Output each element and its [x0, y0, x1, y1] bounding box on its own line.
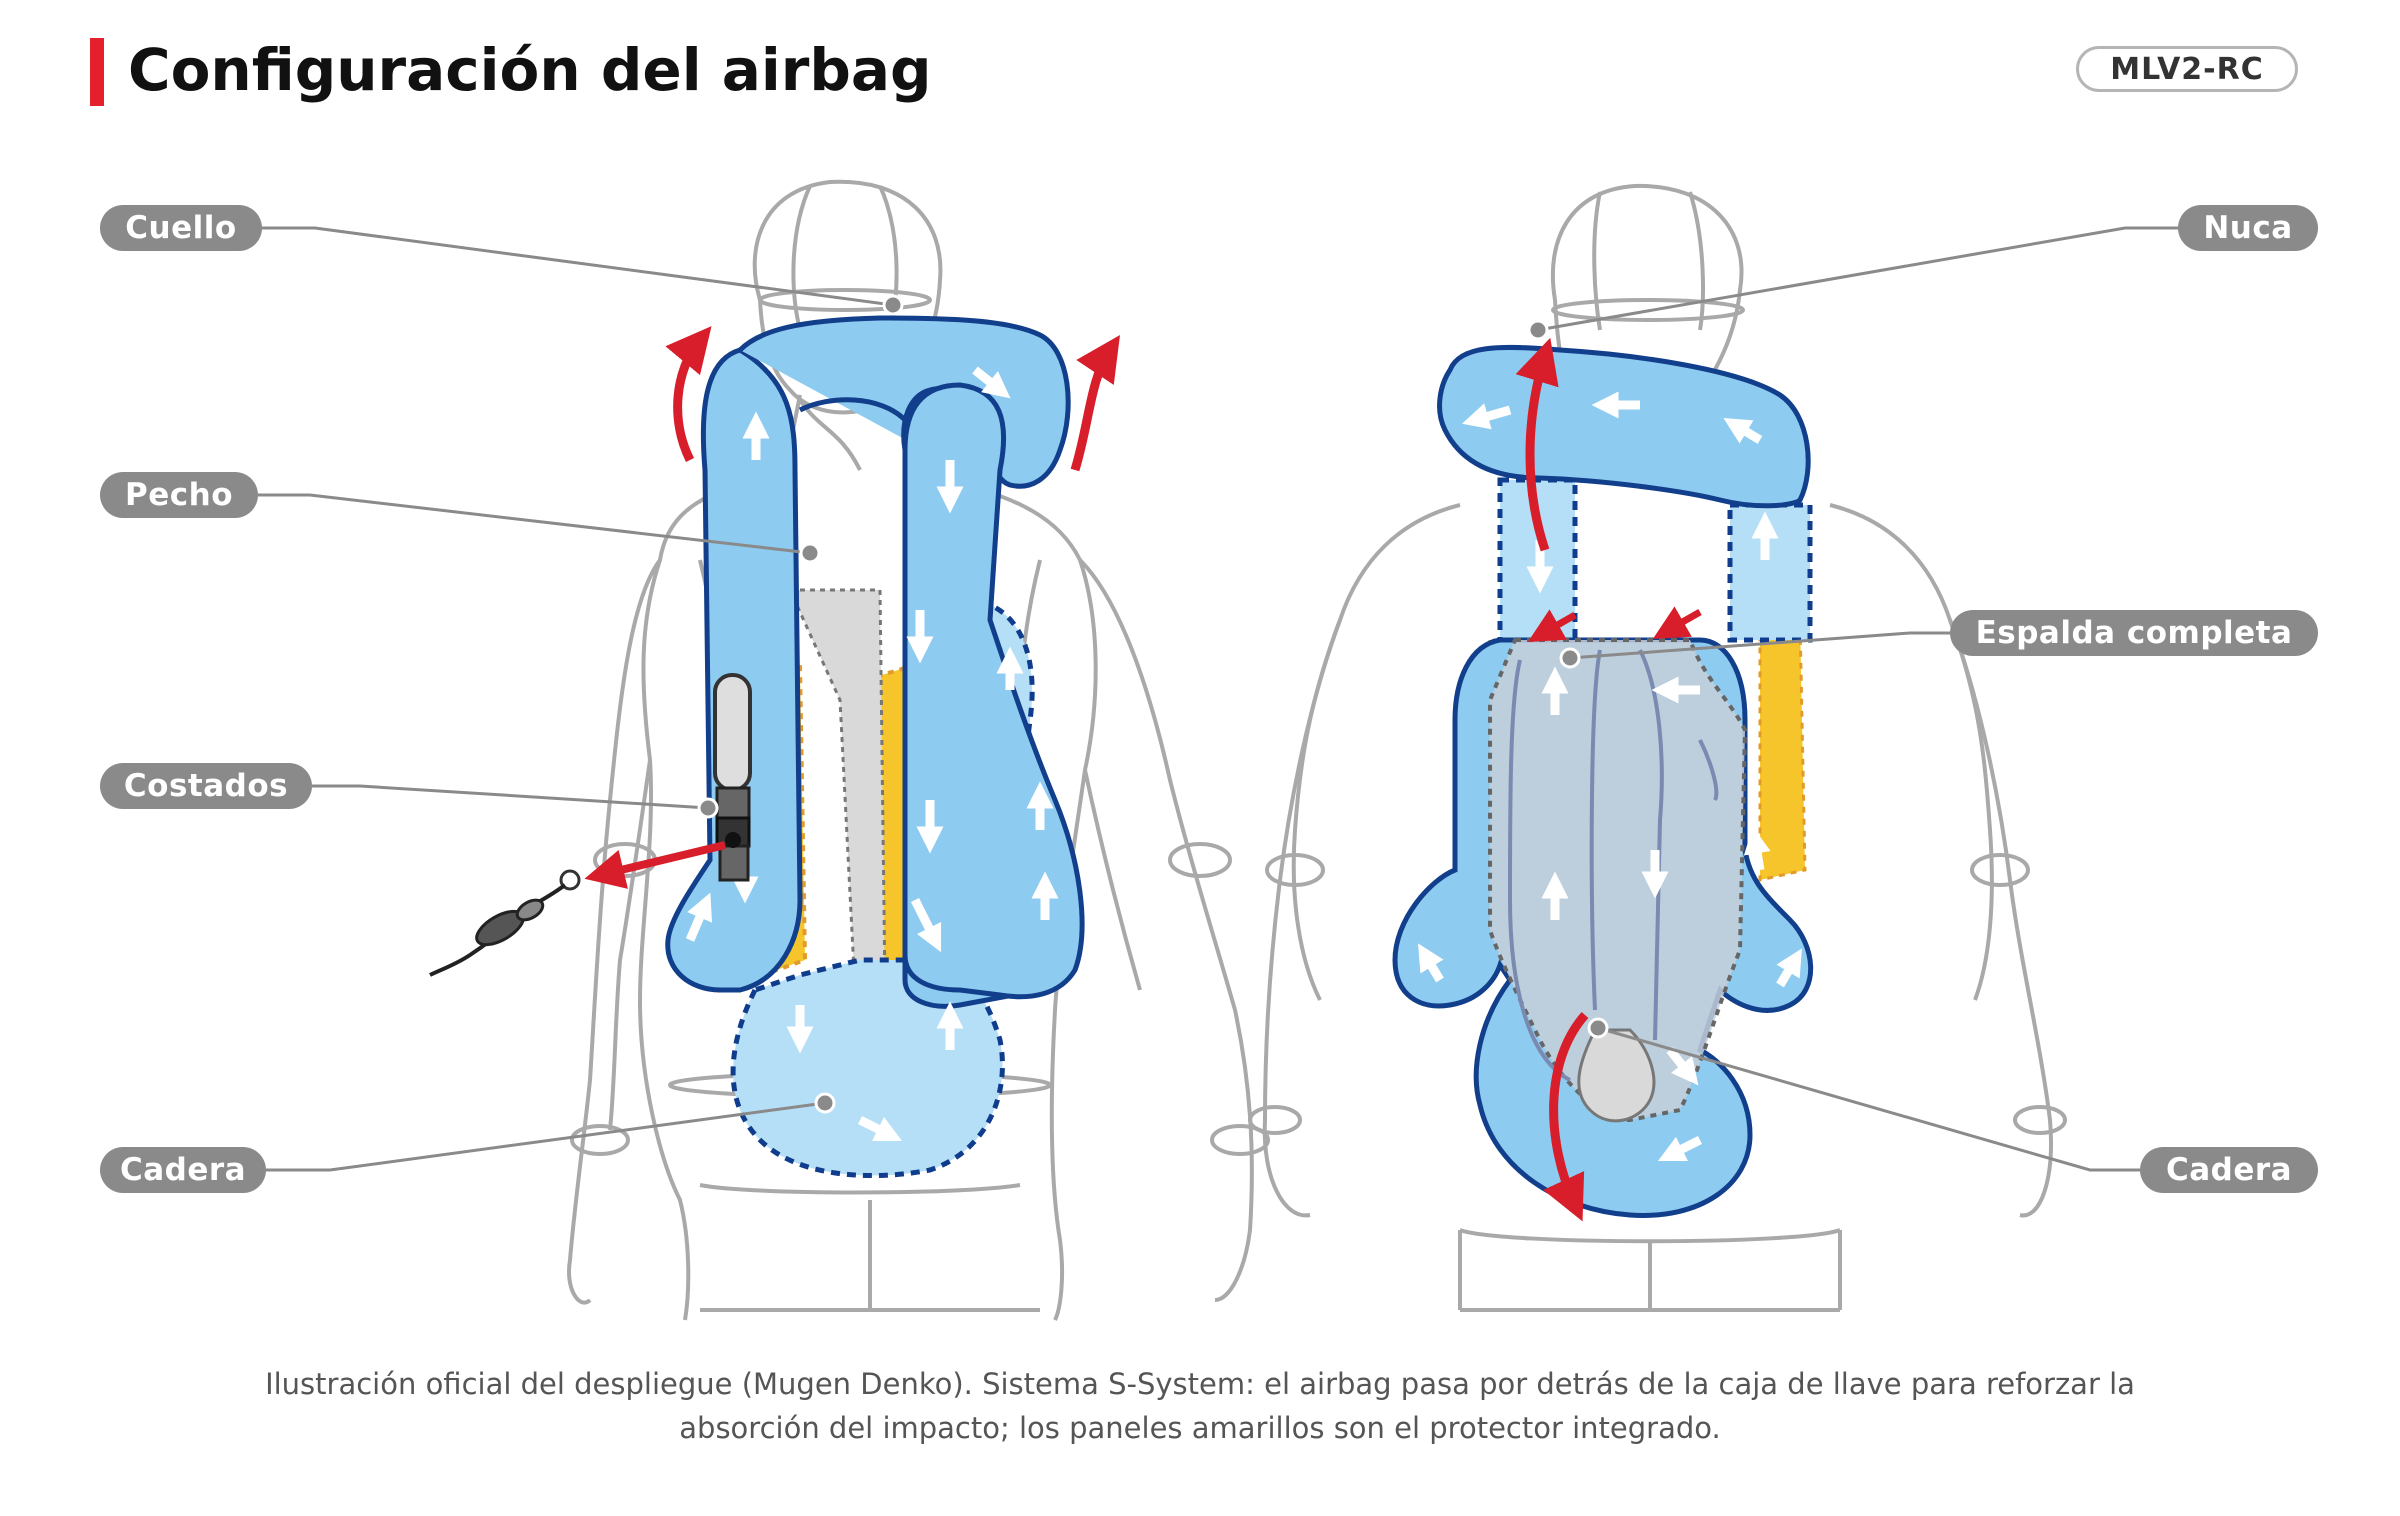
- back-deploy-arrow-right: [1652, 606, 1702, 639]
- back-airbag: [1392, 337, 1814, 1222]
- back-mannequin: [1248, 183, 2067, 1312]
- title-accent-bar: [90, 38, 104, 106]
- page-title: Configuración del airbag: [128, 36, 932, 104]
- back-deploy-arrow-down: [1543, 1012, 1589, 1222]
- front-deploy-arrow-left: [665, 326, 712, 463]
- label-back-nape: Nuca: [2178, 205, 2318, 251]
- label-back-full-back: Espalda completa: [1950, 610, 2318, 656]
- back-deploy-arrow-left: [1527, 609, 1577, 642]
- label-front-neck: Cuello: [100, 205, 262, 251]
- front-airbag: [429, 315, 1120, 1179]
- back-airbag-collar: [1437, 344, 1811, 509]
- leader-dots: [697, 294, 1609, 1114]
- label-front-chest: Pecho: [100, 472, 258, 518]
- figure-caption: Ilustración oficial del despliegue (Muge…: [160, 1362, 2240, 1450]
- back-deploy-arrow-up: [1515, 337, 1559, 552]
- label-back-hip: Cadera: [2140, 1147, 2318, 1193]
- caption-line-1: Ilustración oficial del despliegue (Muge…: [265, 1367, 2135, 1401]
- model-badge: MLV2-RC: [2076, 46, 2298, 92]
- label-front-sides: Costados: [100, 763, 312, 809]
- front-deploy-arrow-right: [1070, 335, 1120, 472]
- caption-line-2: absorción del impacto; los paneles amari…: [679, 1411, 1721, 1445]
- co2-cartridge-icon: [713, 673, 752, 792]
- front-airbag-right-tube: [902, 382, 1085, 1000]
- leader-lines: [258, 226, 2178, 1172]
- front-airbag-left-tube: [665, 347, 803, 993]
- ripcord-arrow: [584, 841, 726, 889]
- label-front-hip: Cadera: [100, 1147, 266, 1193]
